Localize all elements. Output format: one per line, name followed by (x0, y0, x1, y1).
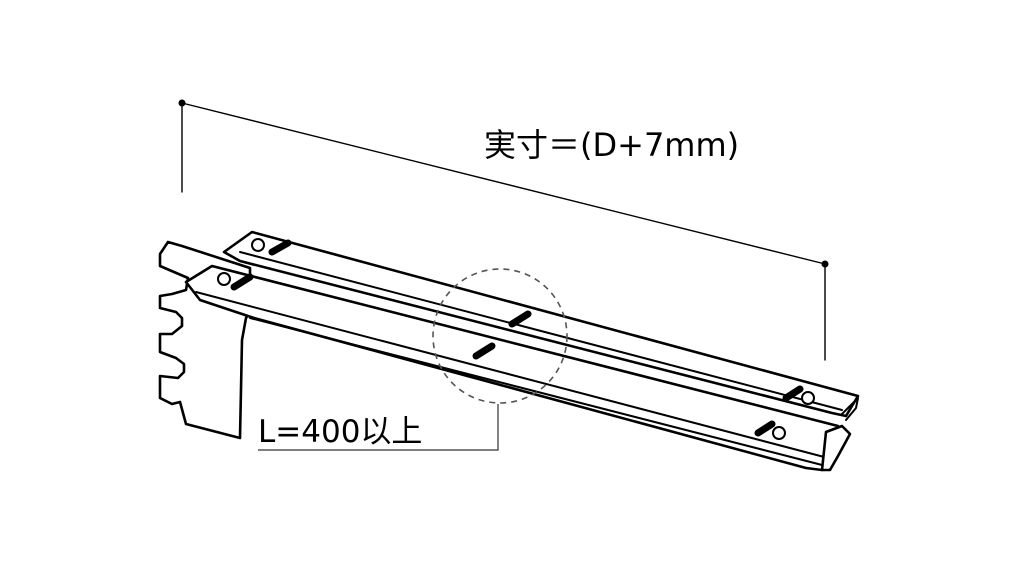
back-rail-end-fold (841, 397, 859, 421)
length-note: L=400以上 (258, 414, 422, 450)
hole-front-right (772, 426, 786, 440)
hole-back-right (801, 391, 815, 405)
back-rail-top-face (222, 230, 860, 418)
back-rail-edge (239, 251, 843, 411)
dimension-annotation: 実寸＝(D+7mm) (178, 99, 829, 361)
slot-front-middle (472, 342, 496, 360)
slot-front-right (754, 420, 776, 437)
dimension-label: 実寸＝(D+7mm) (484, 126, 739, 164)
front-rail-end-fold (820, 424, 852, 472)
hole-front-left (217, 272, 231, 286)
bracket-front-rail (184, 264, 859, 472)
bracket-back-rail (222, 230, 860, 418)
slot-back-left (268, 239, 292, 256)
slot-back-middle (508, 310, 532, 328)
slot-back-right (782, 385, 804, 402)
dimension-line (181, 102, 826, 265)
callout-circle (432, 268, 568, 404)
mounting-features (217, 238, 815, 440)
front-rail-edge-1 (195, 291, 829, 459)
length-callout: L=400以上 (258, 268, 568, 451)
slot-front-left (230, 273, 254, 291)
front-rail-edge-2 (249, 317, 827, 467)
callout-leader (258, 404, 499, 451)
hole-back-left (251, 238, 265, 252)
